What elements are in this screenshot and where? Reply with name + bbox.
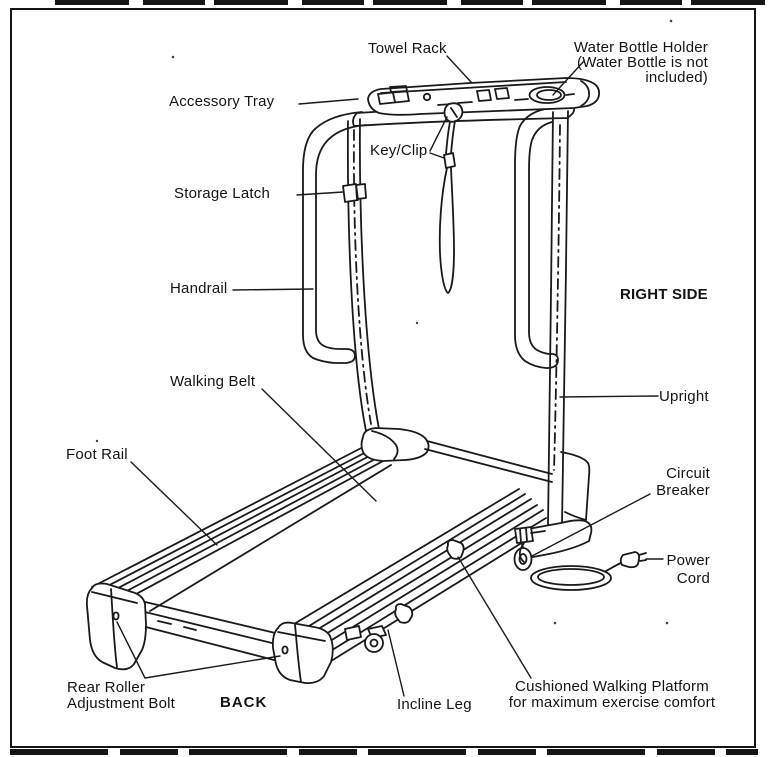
key-clip-lanyard xyxy=(438,102,464,294)
console-details xyxy=(377,80,590,107)
callout-leaders xyxy=(116,55,664,697)
base-cover-panel xyxy=(560,451,591,521)
handrail-right xyxy=(514,108,559,369)
label-key-clip: Key/Clip xyxy=(370,142,428,159)
speckle xyxy=(669,19,673,23)
power-cord-part xyxy=(518,542,647,591)
incline-leg-assembly xyxy=(344,603,414,653)
cushion-mount xyxy=(446,539,465,560)
upright-left-edges xyxy=(346,118,380,432)
foot-rail-left-lines xyxy=(91,442,392,612)
rear-endcap-right-folds xyxy=(277,624,326,683)
diagram-border-frame xyxy=(10,8,756,748)
rear-roller-edge xyxy=(140,600,289,637)
label-water-bottle-holder: Water Bottle Holder (Water Bottle is not… xyxy=(573,39,708,86)
label-right-side: RIGHT SIDE xyxy=(620,286,708,303)
label-cushioned-walking-platform: Cushioned Walking Platform for maximum e… xyxy=(508,678,716,711)
label-power-cord: Power Cord xyxy=(666,552,710,587)
upright-right-edges xyxy=(547,110,569,527)
handrail-left-outline xyxy=(302,111,367,364)
water-bottle-holder-outer xyxy=(528,86,566,104)
plug-prongs xyxy=(638,552,647,562)
base-wheel-hub xyxy=(518,553,528,565)
label-towel-rack: Towel Rack xyxy=(368,40,447,57)
clip xyxy=(443,152,456,169)
label-foot-rail: Foot Rail xyxy=(66,446,128,463)
speckle xyxy=(415,321,419,325)
scan-artifact-bottom-edge xyxy=(10,749,758,755)
label-incline-leg: Incline Leg xyxy=(397,696,472,713)
speckle xyxy=(665,621,669,625)
front-bar xyxy=(424,440,553,483)
foot-rail-right-lines xyxy=(283,488,550,667)
cord-coil-outer xyxy=(530,565,612,591)
speckle xyxy=(553,621,557,625)
console xyxy=(367,77,601,116)
label-handrail: Handrail xyxy=(170,280,228,297)
cord-from-breaker xyxy=(518,542,525,563)
label-rear-roller-adjustment-bolt: Rear Roller Adjustment Bolt xyxy=(67,679,176,712)
towel-rack-bar xyxy=(380,81,567,94)
upright-left xyxy=(346,118,380,432)
callout-lines xyxy=(116,55,664,697)
cord-coil-inner xyxy=(537,568,605,586)
label-walking-belt: Walking Belt xyxy=(170,373,256,390)
scan-artifact-top-edge xyxy=(55,0,769,5)
front-endcap-left-fold xyxy=(371,430,399,460)
upright-left-seam xyxy=(352,129,372,425)
handrail-left xyxy=(302,111,367,364)
base-wheel xyxy=(513,547,533,571)
storage-latch-box xyxy=(342,183,367,203)
label-accessory-tray: Accessory Tray xyxy=(169,93,275,110)
circuit-breaker-detail xyxy=(519,527,546,543)
water-bottle-holder-recess xyxy=(528,86,566,104)
circuit-breaker-part xyxy=(514,526,546,544)
incline-wheel-hub xyxy=(369,638,379,648)
rear-endcap-left-folds xyxy=(91,588,138,668)
incline-wheel xyxy=(364,633,384,653)
label-circuit-breaker: Circuit Breaker xyxy=(656,465,710,499)
circuit-breaker-box xyxy=(514,526,534,544)
rear-stabilizer-bar xyxy=(141,611,277,661)
cushion-bracket xyxy=(446,539,465,560)
handrail-right-outline xyxy=(514,108,559,369)
rear-roller-bolt-right xyxy=(281,645,289,655)
speckle xyxy=(95,439,99,443)
label-storage-latch: Storage Latch xyxy=(174,185,270,202)
scan-speckles xyxy=(95,19,673,625)
walking-deck xyxy=(85,427,553,685)
upright-right-seam xyxy=(553,124,561,471)
rear-endcap-left xyxy=(85,582,147,671)
rear-roller-bolt-left xyxy=(112,611,120,621)
upright-right xyxy=(547,110,569,527)
label-back: BACK xyxy=(220,694,268,711)
storage-latch-part xyxy=(342,183,367,203)
speckle xyxy=(171,55,175,59)
plug xyxy=(619,551,641,569)
label-upright: Upright xyxy=(659,388,709,405)
rear-endcap-right xyxy=(271,621,334,685)
console-knob xyxy=(422,92,432,102)
water-bottle-holder-inner xyxy=(536,89,562,101)
key-lanyard xyxy=(438,107,458,294)
